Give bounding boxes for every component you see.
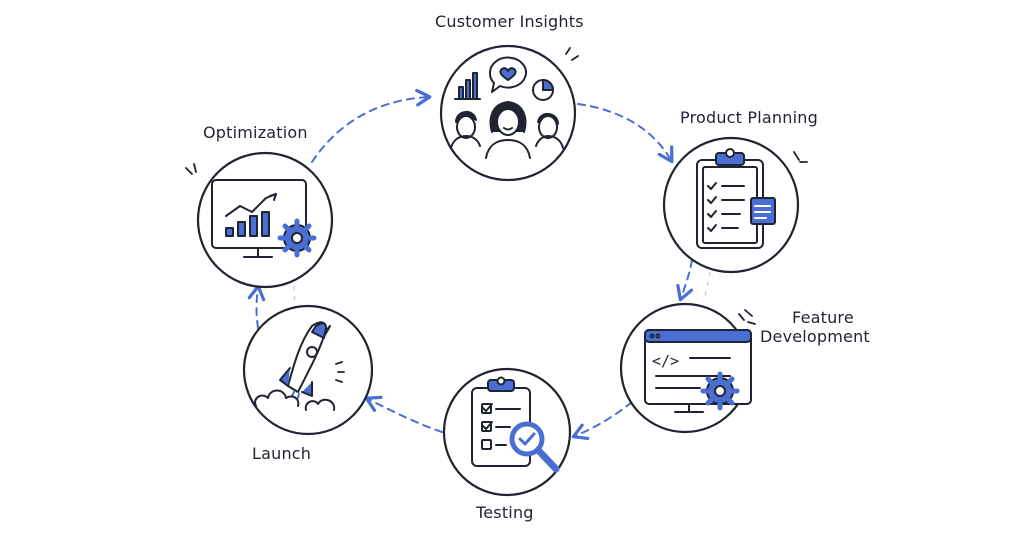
label-customer-insights: Customer Insights — [435, 12, 584, 31]
emphasis-ticks-product-planning — [793, 151, 808, 163]
connector-testing-to-launch — [364, 395, 443, 433]
sketch-line-right — [703, 261, 713, 303]
emphasis-ticks-launch — [335, 361, 345, 383]
svg-text:</>: </> — [652, 352, 679, 370]
people-with-charts-and-heart-icon — [450, 56, 564, 159]
label-optimization: Optimization — [203, 123, 308, 142]
label-launch: Launch — [252, 444, 312, 463]
checklist-magnifier-icon — [471, 376, 560, 473]
emphasis-ticks-customer-insights — [565, 47, 579, 61]
label-feature-development-line2: Development — [760, 327, 870, 346]
label-testing: Testing — [476, 503, 534, 522]
label-product-planning: Product Planning — [680, 108, 818, 127]
connector-optimization-to-customer-insights — [311, 88, 432, 163]
monitor-chart-gear-icon — [211, 179, 317, 258]
emphasis-ticks-optimization — [185, 163, 197, 175]
label-feature-development-line1: Feature — [792, 308, 854, 327]
connector-feature-development-to-testing — [571, 401, 633, 441]
connector-customer-insights-to-product-planning — [577, 103, 674, 164]
connector-launch-to-optimization — [247, 284, 266, 329]
label-feature-development: Feature Development — [760, 308, 870, 346]
rocket-icon — [254, 321, 336, 411]
connector-product-planning-to-feature-development — [676, 259, 694, 302]
emphasis-ticks-feature-development — [738, 309, 756, 325]
clipboard-checklist-icon — [696, 148, 776, 249]
code-monitor-gear-icon: </> — [644, 329, 752, 413]
